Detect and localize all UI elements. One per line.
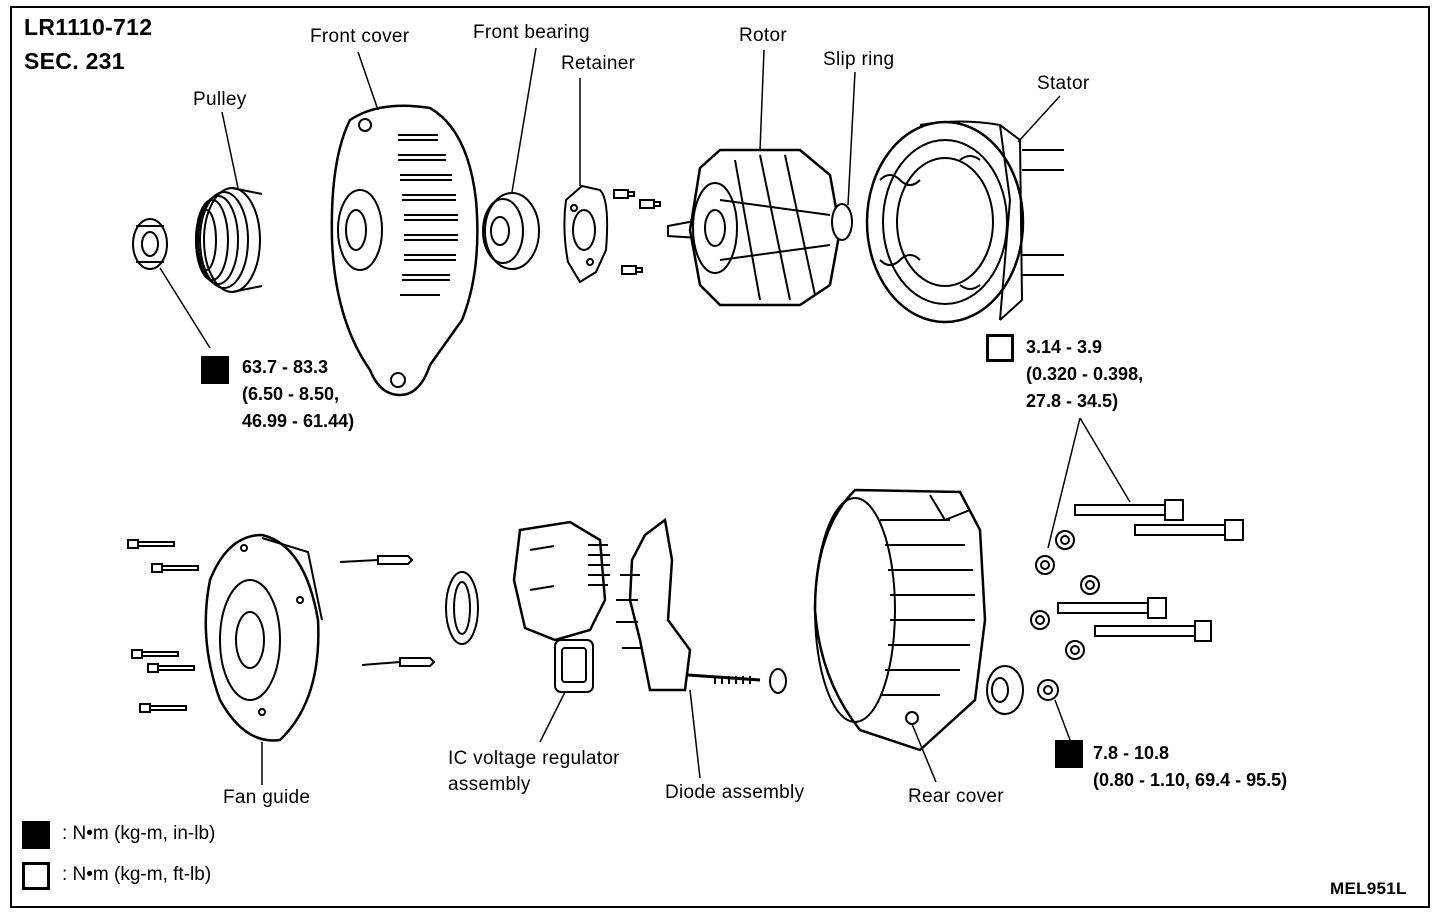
- figure-code: MEL951L: [1330, 879, 1407, 898]
- torque-spec-pulley: 63.7 - 83.3 (6.50 - 8.50, 46.99 - 61.44): [242, 354, 354, 435]
- rear-cover: [813, 488, 987, 752]
- torque-pulley-line1: 63.7 - 83.3: [242, 357, 329, 377]
- label-front-cover: Front cover: [310, 26, 410, 47]
- torque-wrench-filled-icon: [201, 356, 229, 384]
- torque-wrench-outline-icon: [986, 334, 1014, 362]
- label-stator: Stator: [1037, 73, 1090, 94]
- model-number: LR1110-712: [24, 14, 153, 40]
- label-fan-guide: Fan guide: [223, 787, 311, 808]
- pulley-nut: [132, 218, 168, 270]
- rivets: [339, 555, 436, 667]
- torque-spec-rear-nut: 7.8 - 10.8 (0.80 - 1.10, 69.4 - 95.5): [1093, 740, 1287, 794]
- label-retainer: Retainer: [561, 53, 636, 74]
- torque-spec-through-bolt: 3.14 - 3.9 (0.320 - 0.398, 27.8 - 34.5): [1026, 334, 1143, 415]
- torque-rear-line1: 7.8 - 10.8: [1093, 743, 1170, 763]
- label-pulley: Pulley: [193, 89, 247, 110]
- torque-rear-line2: (0.80 - 1.10, 69.4 - 95.5): [1093, 770, 1288, 790]
- pulley: [195, 187, 263, 293]
- retainer-screws: [613, 189, 661, 275]
- rear-bushing: [986, 665, 1024, 715]
- front-cover: [330, 104, 479, 397]
- leader-lines: [159, 47, 1131, 785]
- label-front-bearing: Front bearing: [473, 22, 590, 43]
- label-rotor: Rotor: [739, 25, 787, 46]
- through-bolts-and-nuts: [1030, 499, 1244, 701]
- torque-bolt-line1: 3.14 - 3.9: [1026, 337, 1103, 357]
- diagram-frame: [10, 6, 1430, 908]
- legend-ft-lb: : N•m (kg-m, ft-lb): [62, 864, 212, 885]
- retainer: [563, 184, 609, 284]
- fan-guide-screws: [127, 539, 199, 713]
- label-slip-ring: Slip ring: [823, 49, 895, 70]
- ic-voltage-regulator: [512, 520, 610, 693]
- torque-bolt-line2: (0.320 - 0.398,: [1026, 364, 1144, 384]
- diode-assembly: [616, 517, 761, 692]
- brush-holder: [445, 571, 479, 645]
- stator: [865, 120, 1064, 324]
- legend-torque-wrench-outline-icon: [22, 862, 50, 890]
- label-ic-regulator-line2: assembly: [448, 774, 531, 795]
- label-rear-cover: Rear cover: [908, 786, 1004, 807]
- front-bearing: [482, 192, 540, 270]
- label-diode-assembly: Diode assembly: [665, 782, 805, 803]
- label-ic-regulator-line1: IC voltage regulator: [448, 748, 620, 769]
- torque-pulley-line2: (6.50 - 8.50,: [242, 384, 340, 404]
- insulator: [769, 668, 787, 694]
- torque-bolt-line3: 27.8 - 34.5): [1026, 391, 1119, 411]
- legend-in-lb: : N•m (kg-m, in-lb): [62, 823, 216, 844]
- torque-pulley-line3: 46.99 - 61.44): [242, 411, 355, 431]
- fan-guide: [204, 533, 323, 742]
- torque-wrench-filled-icon: [1055, 740, 1083, 768]
- rotor: [667, 148, 853, 307]
- legend-torque-wrench-filled-icon: [22, 821, 50, 849]
- section-number: SEC. 231: [24, 48, 125, 74]
